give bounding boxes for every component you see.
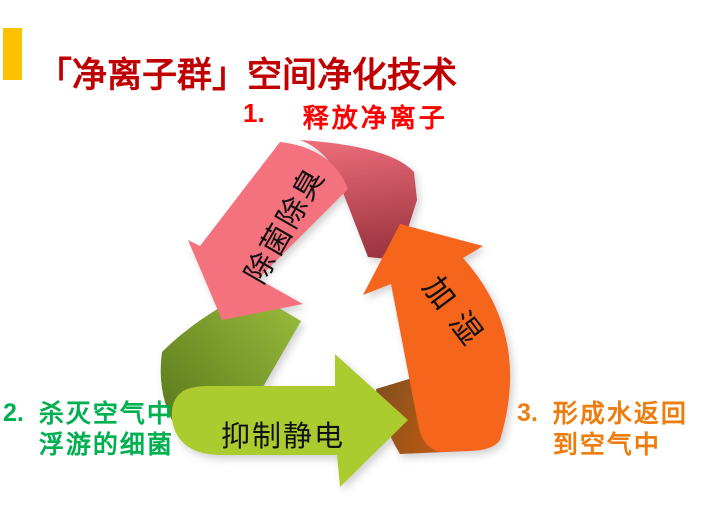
anti-static-arrow-body	[171, 354, 408, 487]
step-2-text: 杀灭空气中 浮游的细菌	[39, 399, 174, 461]
step-2-number: 2.	[3, 399, 24, 427]
step-3-text-line1: 形成水返回	[552, 400, 688, 428]
title-accent-bar	[3, 28, 22, 80]
page-title: 「净离子群」空间净化技术	[37, 56, 458, 96]
step-1-number: 1.	[243, 98, 265, 128]
humidify-arrow-body	[363, 224, 511, 452]
step-3-text: 形成水返回 到空气中	[553, 399, 688, 461]
step-3-text-line2: 到空气中	[552, 431, 661, 459]
deodorize-arrow-fold	[300, 140, 417, 260]
anti-static-arrow-label: 抑制静电	[221, 421, 346, 453]
step-3-caption: 3. 形成水返回 到空气中	[517, 399, 688, 461]
step-2-caption: 2. 杀灭空气中 浮游的细菌	[3, 399, 174, 461]
step-3-number: 3.	[517, 399, 538, 427]
step-2-text-line2: 浮游的细菌	[38, 431, 174, 459]
deodorize-arrow-body	[188, 142, 348, 320]
step-2-text-line1: 杀灭空气中	[38, 400, 174, 428]
step-1-text: 释放净离子	[302, 103, 448, 133]
step-1-caption: 1. 释放净离子	[243, 98, 448, 135]
